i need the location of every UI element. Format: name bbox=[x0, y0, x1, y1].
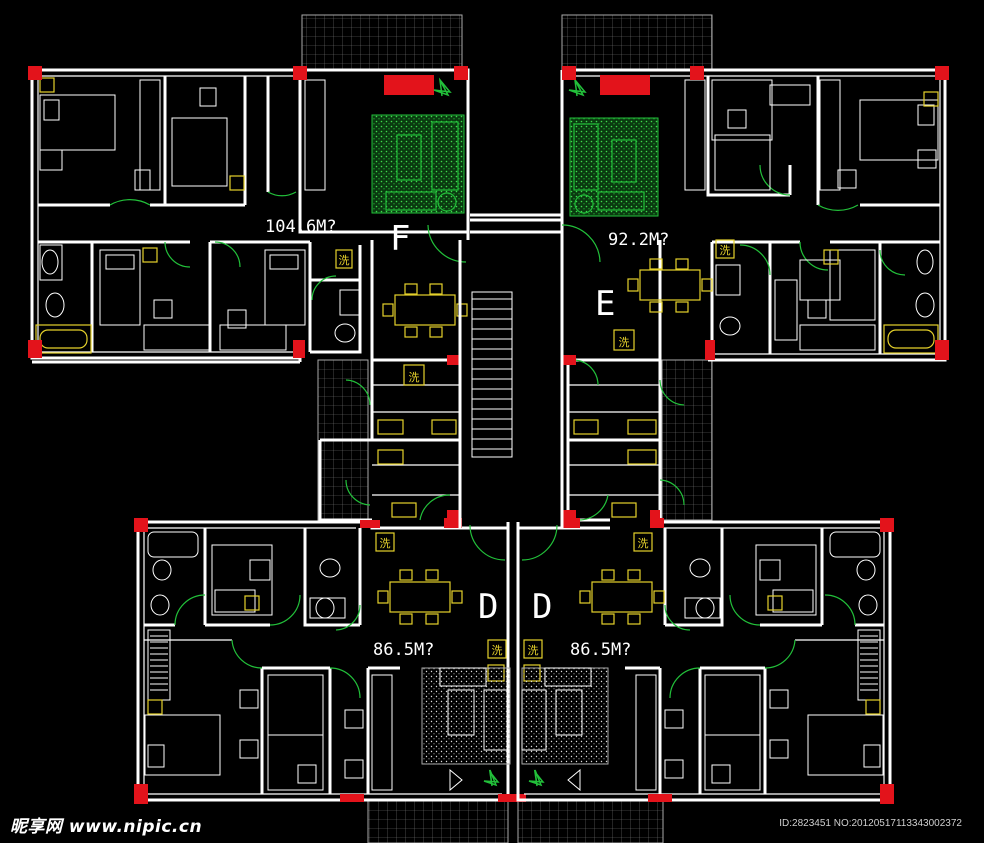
unit-d-right-area: 86.5M? bbox=[570, 640, 631, 660]
unit-d-left-area: 86.5M? bbox=[373, 640, 434, 660]
fixture-glyph-e2: 洗 bbox=[619, 336, 630, 349]
corridor-walls bbox=[458, 232, 564, 528]
corridor-bridge bbox=[470, 213, 562, 222]
fixture-glyph-f2: 洗 bbox=[409, 371, 420, 384]
unit-f-area: 104.6M? bbox=[265, 217, 337, 237]
living-rug-e bbox=[569, 117, 659, 217]
fixture-glyph-dr1: 洗 bbox=[638, 537, 649, 550]
stairwell bbox=[471, 291, 513, 458]
fixture-glyph-e1: 洗 bbox=[720, 244, 731, 257]
unit-f-letter: F bbox=[390, 219, 410, 259]
unit-f: 洗 洗 bbox=[28, 66, 470, 530]
fixture-glyph-dl1: 洗 bbox=[380, 537, 391, 550]
living-rug-dr bbox=[521, 667, 609, 765]
unit-d-left: 洗 洗 bbox=[134, 518, 526, 804]
unit-d-left-letter: D bbox=[478, 587, 498, 627]
unit-e-letter: E bbox=[595, 284, 615, 324]
fixture-glyph-f1: 洗 bbox=[339, 254, 350, 267]
unit-e: 洗 洗 bbox=[470, 66, 949, 524]
fixture-glyph-dr2: 洗 bbox=[528, 644, 539, 657]
unit-d-right: 洗 洗 bbox=[516, 518, 894, 804]
watermark-site: 昵享网 www.nipic.cn bbox=[10, 817, 203, 837]
living-rug-f bbox=[371, 114, 465, 214]
watermark-id: ID:2823451 NO:20120517113343002372 bbox=[779, 818, 962, 829]
fixture-glyph-dl2: 洗 bbox=[492, 644, 503, 657]
unit-e-area: 92.2M? bbox=[608, 230, 669, 250]
unit-d-right-letter: D bbox=[532, 587, 552, 627]
